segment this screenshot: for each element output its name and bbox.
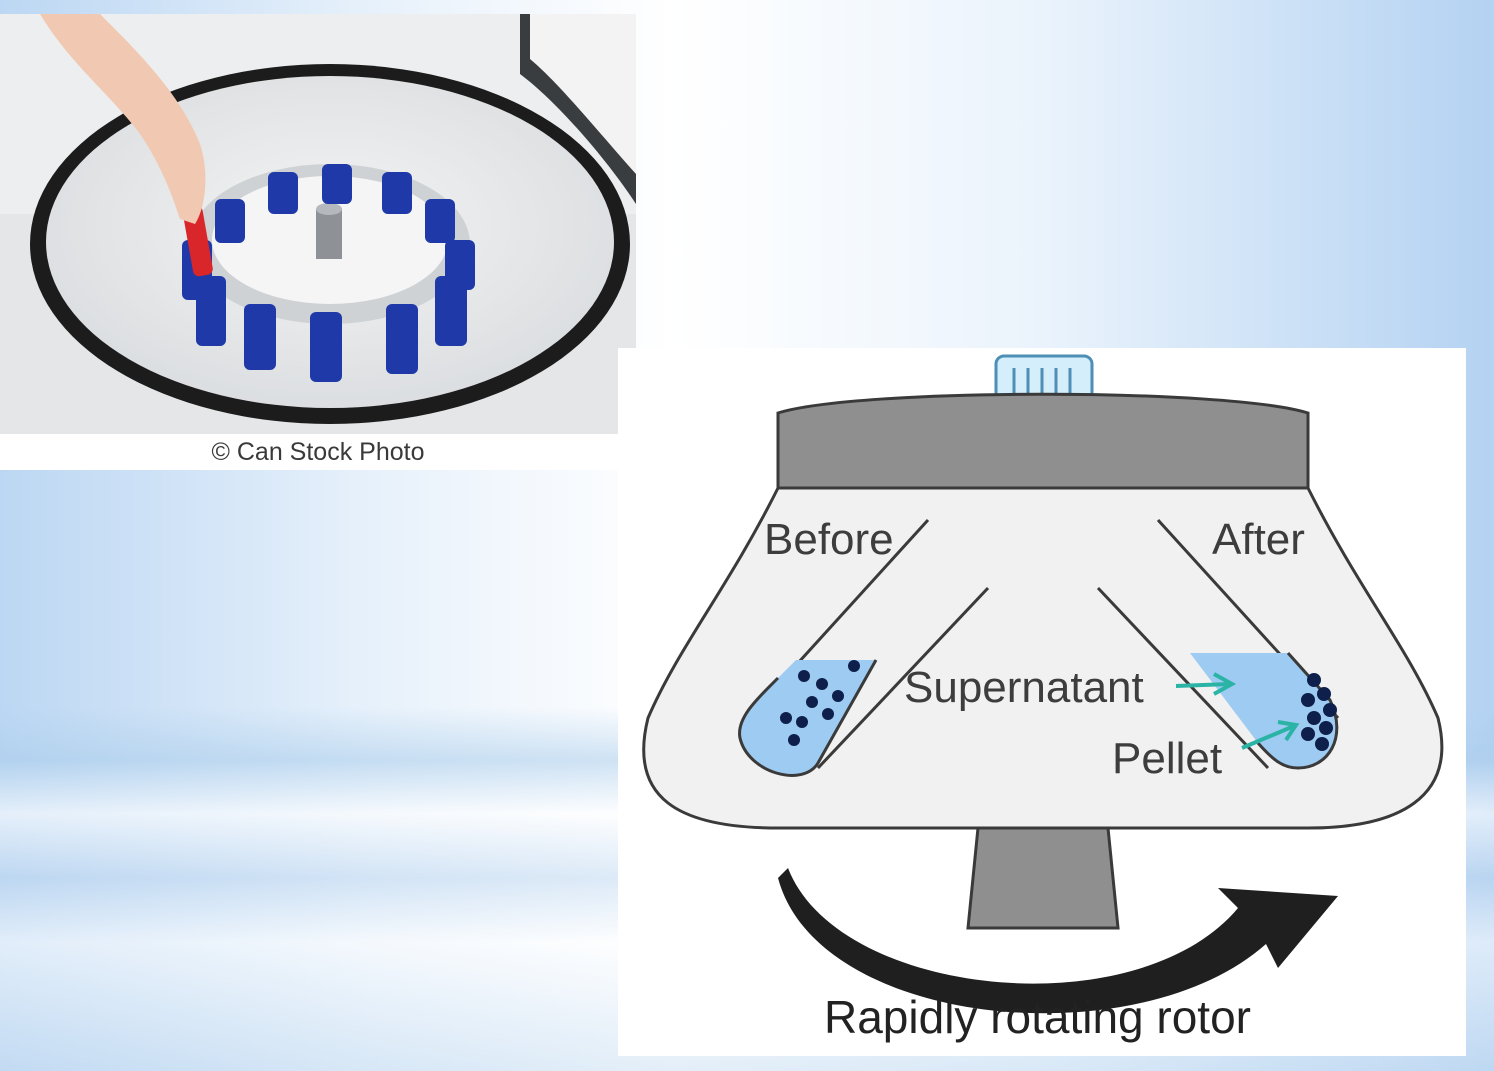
centrifuge-diagram: Before After Supernatant Pellet Rapidly … (618, 348, 1466, 1056)
red-sample-tube (182, 205, 213, 277)
pellet-particles (1301, 673, 1337, 751)
centrifuge-photo-illustration (0, 14, 636, 434)
photo-credit: © Can Stock Photo (211, 438, 425, 466)
stand (966, 826, 1120, 930)
rotor-lid (776, 392, 1310, 490)
supernatant-label: Supernatant (904, 663, 1144, 712)
before-tube-liquid (739, 660, 876, 776)
hand (40, 14, 206, 224)
centrifuge-photo: © Can Stock Photo (0, 14, 636, 470)
before-label: Before (764, 515, 894, 564)
tube-caps (182, 164, 475, 382)
after-label: After (1212, 515, 1305, 564)
spindle (316, 209, 342, 259)
rotation-arrow (778, 868, 1338, 1014)
before-particles (780, 660, 860, 746)
pellet-label: Pellet (1112, 734, 1223, 783)
diagram-caption: Rapidly rotating rotor (824, 991, 1251, 1043)
centrifuge-diagram-illustration (642, 354, 1444, 1014)
indicator-arrows (1175, 672, 1300, 750)
